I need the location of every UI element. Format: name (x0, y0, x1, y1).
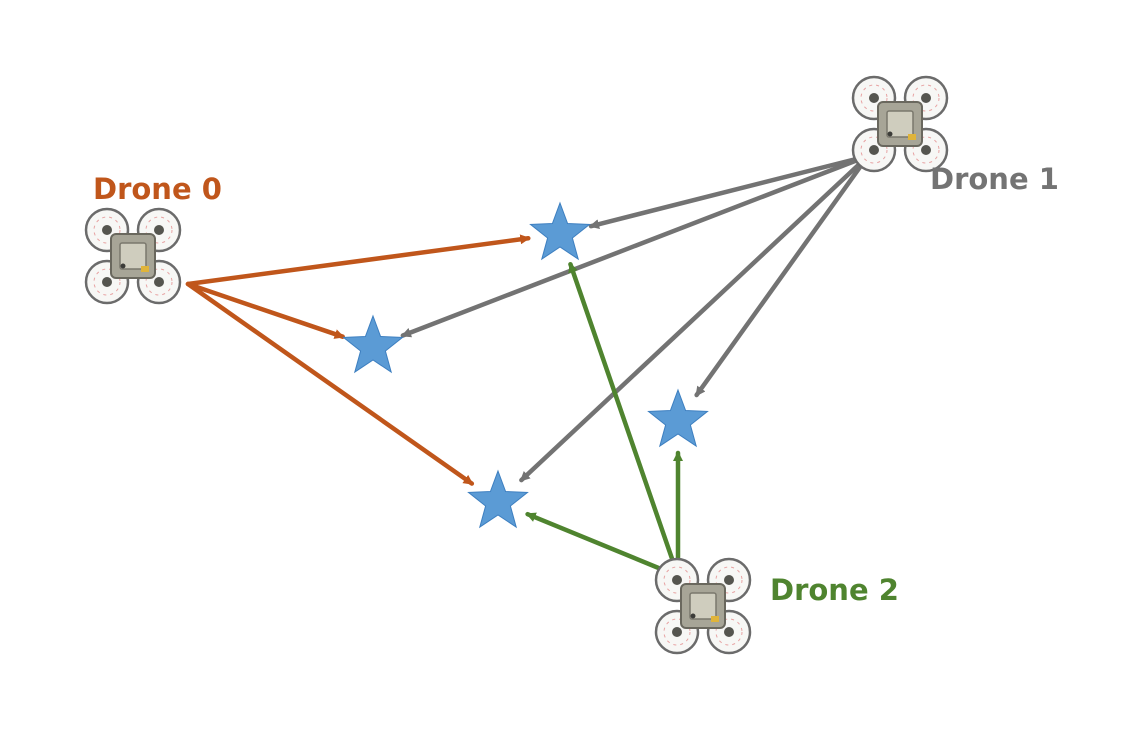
drone-2-to-target-a-arrow (568, 262, 681, 579)
drone-1-to-target-b-arrow (400, 153, 871, 338)
star-icon (467, 469, 529, 529)
star-icon (647, 388, 709, 448)
drone-0-to-target-b-arrow (185, 281, 345, 339)
drone-1-to-target-a-arrow (588, 153, 871, 230)
quadcopter-icon (851, 75, 949, 173)
drone-0-to-target-d-arrow (185, 281, 475, 486)
drone-1-label: Drone 1 (930, 162, 1059, 196)
drones (84, 75, 949, 655)
drone-1-to-target-d-arrow (519, 153, 871, 483)
drone-2-to-target-d-arrow (525, 511, 681, 579)
star-icon (529, 201, 591, 261)
quadcopter-icon (654, 557, 752, 655)
drone-0-to-target-a-arrow (185, 234, 531, 287)
targets (342, 201, 709, 529)
assignment-arrows (185, 153, 871, 579)
star-icon (342, 314, 404, 374)
drone-2-label: Drone 2 (770, 573, 899, 607)
quadcopter-icon (84, 207, 182, 305)
drone-0-label: Drone 0 (93, 172, 222, 206)
drone-1-to-target-c-arrow (694, 153, 871, 398)
